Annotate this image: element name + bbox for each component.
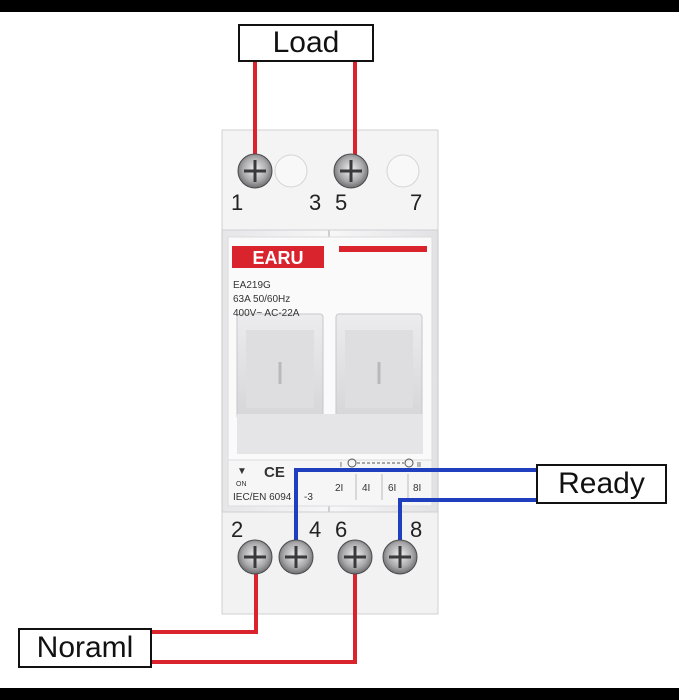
- aux-contact-6: 6I: [388, 483, 396, 494]
- ready-wires: [294, 468, 537, 557]
- arrow-down-icon: ▼: [237, 466, 247, 477]
- on-mark: ON: [236, 481, 247, 488]
- screw-terminal-4: [278, 539, 314, 575]
- voltage-text: 400V~ AC-22A: [233, 308, 300, 319]
- terminal-number-8: 8: [410, 517, 422, 542]
- load-label: Load: [238, 24, 374, 62]
- terminal-number-4: 4: [309, 517, 321, 542]
- brand-stripe: [339, 246, 427, 252]
- screw-terminal-2: [237, 539, 273, 575]
- screw-terminal-6: [337, 539, 373, 575]
- aux-contact-2: 2I: [335, 483, 343, 494]
- terminal-number-1: 1: [231, 190, 243, 215]
- position-two-label: II: [417, 462, 421, 469]
- aux-contact-4: 4I: [362, 483, 370, 494]
- aux-symbol-two: [404, 458, 414, 468]
- diagram-svg: EARU EA219G 63A 50/60Hz 400V~ AC-22A ▼ O…: [152, 52, 537, 664]
- normal-label: Noraml: [18, 628, 152, 668]
- standard-text: IEC/EN 6094: [233, 492, 292, 503]
- terminal-number-6: 6: [335, 517, 347, 542]
- screw-terminal-8: [382, 539, 418, 575]
- aux-symbol-one: [347, 458, 357, 468]
- screw-terminal-1: [237, 153, 273, 189]
- aux-contact-8: 8I: [413, 483, 421, 494]
- normal-wires: [152, 557, 357, 664]
- screw-terminal-5: [333, 153, 369, 189]
- wiring-diagram: EARU EA219G 63A 50/60Hz 400V~ AC-22A ▼ O…: [0, 12, 679, 688]
- terminal-hole-3: [274, 154, 308, 188]
- brand-badge: [232, 246, 324, 268]
- load-wires: [253, 52, 357, 172]
- ce-mark-icon: CE: [264, 464, 285, 481]
- terminal-number-7: 7: [410, 190, 422, 215]
- standard-suffix: -3: [304, 492, 313, 503]
- terminal-number-3: 3: [309, 190, 321, 215]
- terminal-hole-7: [386, 154, 420, 188]
- rating-text: 63A 50/60Hz: [233, 294, 290, 305]
- terminal-number-5: 5: [335, 190, 347, 215]
- terminal-number-2: 2: [231, 517, 243, 542]
- position-one-label: I: [340, 462, 342, 469]
- brand-label: EARU: [252, 248, 303, 268]
- ready-label: Ready: [536, 464, 667, 504]
- model-text: EA219G: [233, 280, 271, 291]
